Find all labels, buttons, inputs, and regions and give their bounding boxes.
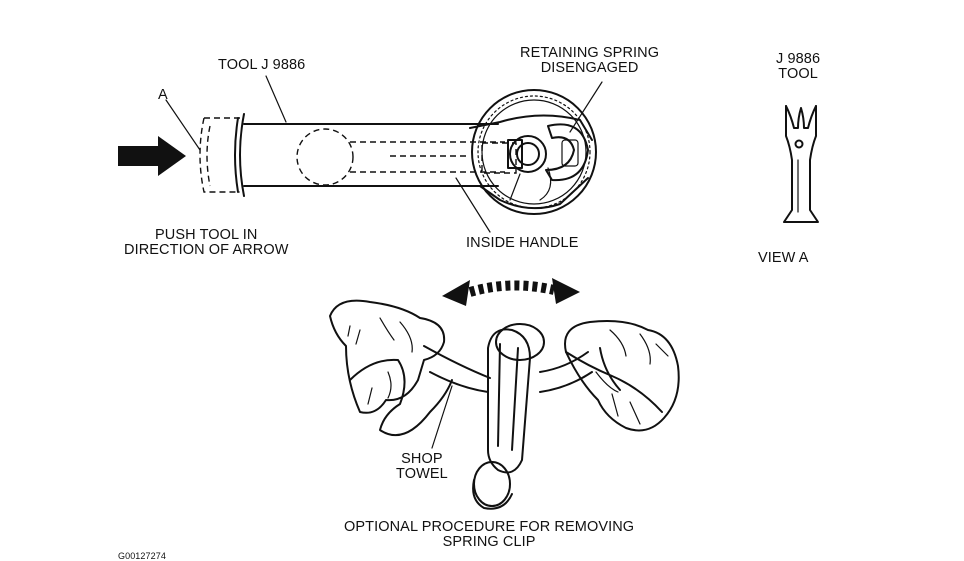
label-tool-j9886: TOOL J 9886 bbox=[218, 57, 306, 73]
label-optional-procedure: OPTIONAL PROCEDURE FOR REMOVING SPRING C… bbox=[344, 520, 634, 550]
label-j9886-tool: J 9886 TOOL bbox=[776, 52, 820, 82]
rotation-arrow bbox=[442, 278, 580, 306]
push-arrow bbox=[118, 136, 186, 176]
label-figure-id: G00127274 bbox=[118, 551, 166, 561]
leader-retaining-spring bbox=[569, 81, 603, 133]
hands-and-towel bbox=[329, 299, 680, 510]
label-push-tool-line2: DIRECTION OF ARROW bbox=[124, 242, 289, 258]
view-a-tool bbox=[783, 105, 819, 223]
leader-tool bbox=[265, 75, 287, 123]
leader-inside-handle bbox=[455, 177, 491, 233]
label-shop-towel-line1: SHOP bbox=[401, 451, 443, 467]
label-j9886-tool-line2: TOOL bbox=[778, 66, 818, 82]
leader-a bbox=[165, 99, 201, 151]
label-a: A bbox=[158, 87, 168, 103]
label-j9886-tool-line1: J 9886 bbox=[776, 51, 821, 67]
label-push-tool: PUSH TOOL IN DIRECTION OF ARROW bbox=[124, 228, 289, 258]
label-retaining-spring-line2: DISENGAGED bbox=[540, 60, 639, 76]
label-shop-towel: SHOP TOWEL bbox=[396, 452, 448, 482]
label-retaining-spring-line1: RETAINING SPRING bbox=[520, 45, 660, 61]
handle-hub bbox=[469, 89, 597, 215]
label-optional-line2: SPRING CLIP bbox=[442, 534, 536, 550]
label-inside-handle: INSIDE HANDLE bbox=[466, 235, 579, 251]
label-shop-towel-line2: TOWEL bbox=[396, 466, 448, 482]
label-view-a: VIEW A bbox=[758, 250, 809, 266]
label-push-tool-line1: PUSH TOOL IN bbox=[155, 227, 258, 243]
leader-shop-towel bbox=[431, 385, 453, 449]
label-retaining-spring: RETAINING SPRING DISENGAGED bbox=[520, 46, 659, 76]
tool-end-dashed bbox=[199, 117, 240, 193]
label-optional-line1: OPTIONAL PROCEDURE FOR REMOVING bbox=[344, 519, 635, 535]
